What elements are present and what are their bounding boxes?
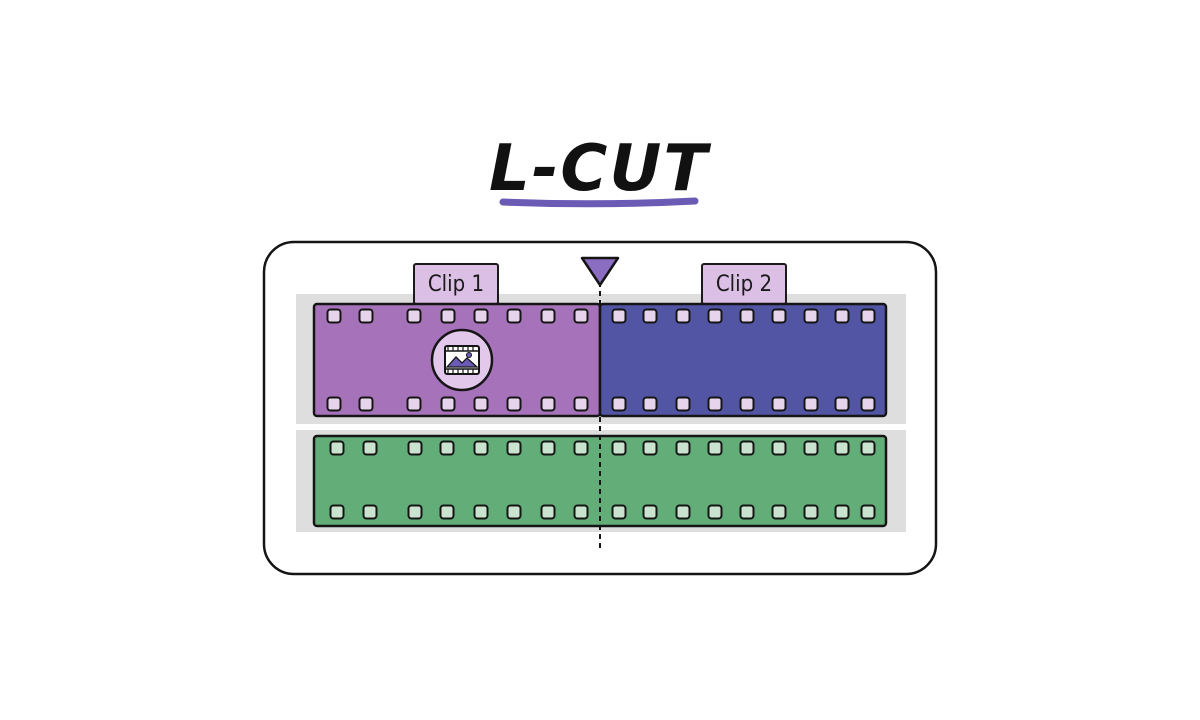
sprocket-hole <box>506 440 522 456</box>
sprocket-hole <box>326 396 342 412</box>
sprocket-hole <box>406 308 422 324</box>
clip-1-label: Clip 1 <box>428 272 484 297</box>
sprocket-hole <box>642 396 658 412</box>
sprocket-hole <box>439 504 455 520</box>
sprocket-hole <box>739 308 755 324</box>
sprocket-hole <box>506 396 522 412</box>
sprocket-hole <box>739 504 755 520</box>
clip-2-label: Clip 2 <box>716 272 772 297</box>
sprocket-hole <box>860 440 876 456</box>
sprocket-hole <box>329 504 345 520</box>
sprocket-hole <box>803 396 819 412</box>
sprocket-hole <box>611 308 627 324</box>
sprocket-hole <box>540 504 556 520</box>
sprocket-hole <box>362 440 378 456</box>
sprocket-hole <box>611 440 627 456</box>
sprocket-hole <box>473 308 489 324</box>
clip-2-video[interactable] <box>598 302 888 418</box>
sprocket-hole <box>642 440 658 456</box>
sprocket-hole <box>611 396 627 412</box>
clip-1-sprockets <box>326 308 589 412</box>
sprocket-hole <box>440 308 456 324</box>
sprocket-hole <box>573 396 589 412</box>
sprocket-hole <box>771 308 787 324</box>
sprocket-hole <box>573 504 589 520</box>
sprocket-hole <box>834 440 850 456</box>
sprocket-hole <box>834 308 850 324</box>
sprocket-hole <box>540 440 556 456</box>
sprocket-hole <box>739 440 755 456</box>
sprocket-hole <box>860 504 876 520</box>
sprocket-hole <box>573 440 589 456</box>
sprocket-hole <box>675 308 691 324</box>
sprocket-hole <box>506 504 522 520</box>
audio-sprockets <box>329 440 876 520</box>
sprocket-hole <box>707 440 723 456</box>
sprocket-hole <box>771 396 787 412</box>
sprocket-hole <box>473 396 489 412</box>
sprocket-hole <box>406 396 422 412</box>
sprocket-hole <box>675 440 691 456</box>
sprocket-hole <box>642 504 658 520</box>
sprocket-hole <box>675 504 691 520</box>
playhead[interactable] <box>580 256 620 548</box>
sprocket-hole <box>540 396 556 412</box>
sprocket-hole <box>362 504 378 520</box>
sprocket-hole <box>407 504 423 520</box>
sprocket-hole <box>439 440 455 456</box>
sprocket-hole <box>739 396 755 412</box>
clip-2-tab[interactable]: Clip 2 <box>701 263 787 305</box>
sprocket-hole <box>707 396 723 412</box>
sprocket-hole <box>358 396 374 412</box>
sprocket-hole <box>326 308 342 324</box>
clip-1-tab[interactable]: Clip 1 <box>413 263 499 305</box>
sprocket-hole <box>803 440 819 456</box>
sprocket-hole <box>473 440 489 456</box>
sprocket-hole <box>506 308 522 324</box>
title-underline <box>499 197 699 208</box>
sprocket-hole <box>358 308 374 324</box>
sprocket-hole <box>407 440 423 456</box>
sprocket-hole <box>642 308 658 324</box>
sprocket-hole <box>803 504 819 520</box>
sprocket-hole <box>834 504 850 520</box>
sprocket-hole <box>540 308 556 324</box>
sprocket-hole <box>440 396 456 412</box>
film-image-icon <box>430 328 494 392</box>
clip-2-sprockets <box>611 308 876 412</box>
sprocket-hole <box>771 440 787 456</box>
sprocket-hole <box>834 396 850 412</box>
page-title: L-CUT <box>489 132 711 206</box>
sprocket-hole <box>860 308 876 324</box>
sprocket-hole <box>707 504 723 520</box>
sprocket-hole <box>473 504 489 520</box>
sprocket-hole <box>803 308 819 324</box>
sprocket-hole <box>611 504 627 520</box>
sprocket-hole <box>771 504 787 520</box>
sprocket-hole <box>860 396 876 412</box>
sprocket-hole <box>707 308 723 324</box>
sprocket-hole <box>329 440 345 456</box>
playhead-triangle-icon[interactable] <box>580 256 620 287</box>
sprocket-hole <box>675 396 691 412</box>
sprocket-hole <box>573 308 589 324</box>
